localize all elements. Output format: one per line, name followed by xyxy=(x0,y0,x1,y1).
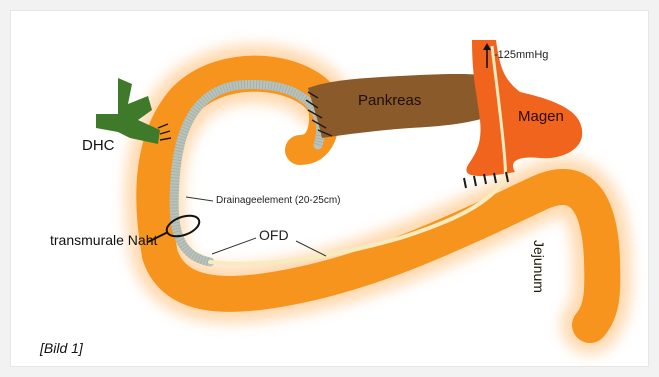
ofd-label: OFD xyxy=(259,227,289,243)
dhc-label: DHC xyxy=(82,137,115,154)
magen-label: Magen xyxy=(518,108,564,125)
transmural-label: transmurale Naht xyxy=(50,231,170,250)
ofd-leader-left xyxy=(212,238,256,254)
drainage-label: Drainageelement (20-25cm) xyxy=(216,195,341,206)
figure-caption: [Bild 1] xyxy=(40,340,83,356)
jejunum-label: Jejunum xyxy=(531,240,547,293)
drainage-leader xyxy=(186,197,213,201)
bile-duct-shape xyxy=(96,78,160,144)
pankreas-label: Pankreas xyxy=(358,92,421,109)
pressure-label: -125mmHg xyxy=(494,49,548,61)
